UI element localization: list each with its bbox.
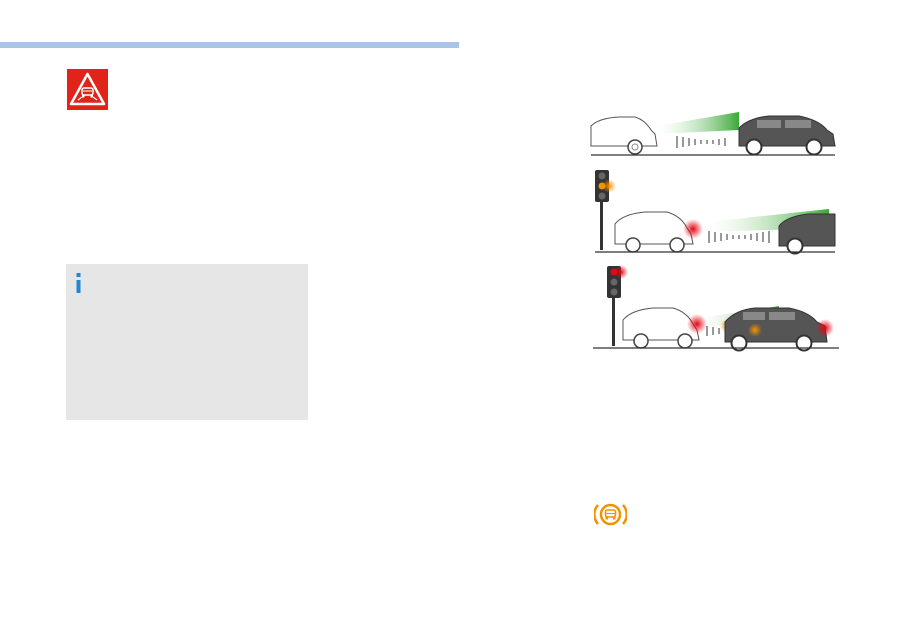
info-icon (75, 273, 82, 293)
distance-alert-warning-icon (67, 69, 108, 110)
scene-following-vehicle (590, 112, 836, 156)
emergency-braking-indicator-icon (593, 500, 628, 529)
scene-amber-light (595, 170, 836, 255)
emergency-braking-illustration (589, 104, 841, 356)
scene-red-light (593, 265, 839, 352)
section-header-rule (0, 42, 459, 48)
info-note-box (66, 264, 308, 420)
